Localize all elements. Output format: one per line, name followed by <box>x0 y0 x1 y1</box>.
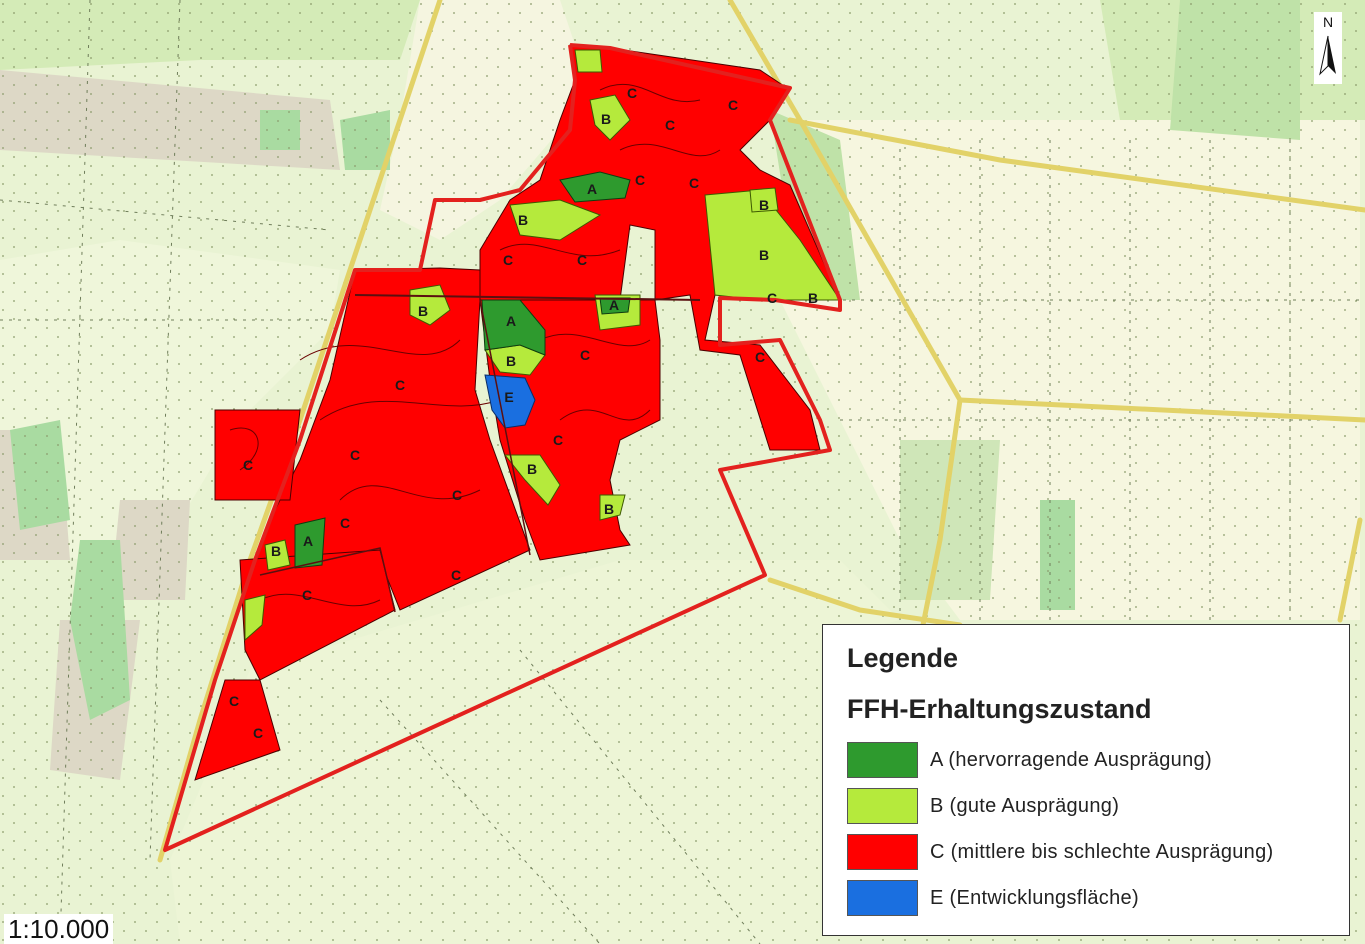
legend-label-c: C (mittlere bis schlechte Ausprägung) <box>930 840 1274 863</box>
zone-letter-c: C <box>452 487 462 503</box>
zone-a-group <box>294 171 631 569</box>
zone-b <box>509 199 602 241</box>
zone-letter-b: B <box>604 501 614 517</box>
zone-letter-c: C <box>229 693 239 709</box>
legend-swatch-a <box>847 742 918 778</box>
zone-c <box>239 549 396 681</box>
zone-b <box>244 594 266 642</box>
zone-letter-b: B <box>506 353 516 369</box>
road <box>1337 517 1363 623</box>
zone-letter-b: B <box>759 247 769 263</box>
zone-letter-a: A <box>587 181 597 197</box>
ffh-internal-line <box>354 294 701 301</box>
zone-letter-c: C <box>451 567 461 583</box>
legend-item-a: A (hervorragende Ausprägung) <box>847 737 1349 783</box>
zone-lines <box>229 83 721 607</box>
zone-letter-a: A <box>506 313 516 329</box>
zone-b <box>264 539 291 571</box>
legend-label-b: B (gute Ausprägung) <box>930 794 1120 817</box>
zone-letter-c: C <box>577 252 587 268</box>
zone-letter-c: C <box>627 85 637 101</box>
road <box>787 117 1365 213</box>
zone-letter-b: B <box>808 290 818 306</box>
zone-letter-b: B <box>759 197 769 213</box>
legend-title: Legende <box>847 643 959 673</box>
zone-letter-c: C <box>728 97 738 113</box>
ffh-internal-line <box>259 547 396 613</box>
zone-letter-c: C <box>395 377 405 393</box>
zone-letter-c: C <box>580 347 590 363</box>
zone-letter-c: C <box>767 290 777 306</box>
legend-label-e: E (Entwicklungsfläche) <box>930 886 1139 909</box>
road <box>727 0 963 643</box>
zone-letter-b: B <box>601 111 611 127</box>
zone-letter-a: A <box>609 297 619 313</box>
zone-c <box>194 679 281 781</box>
zone-a <box>294 517 326 569</box>
zone-letter-c: C <box>340 515 350 531</box>
legend-item-b: B (gute Ausprägung) <box>847 783 1349 829</box>
zone-letter-c: C <box>503 252 513 268</box>
zone-c <box>214 409 301 501</box>
zone-c <box>479 44 841 451</box>
ffh-boundary <box>163 43 842 852</box>
zone-letter-b: B <box>518 212 528 228</box>
map-legend: Legende FFH-Erhaltungszustand A (hervorr… <box>822 624 1350 936</box>
zone-c-group <box>194 44 841 781</box>
ffh-internal-line <box>479 299 531 556</box>
road <box>157 0 443 863</box>
zone-letter-c: C <box>350 447 360 463</box>
zone-letter-b: B <box>418 303 428 319</box>
zone-b <box>599 494 626 521</box>
legend-swatch-b <box>847 788 918 824</box>
legend-swatch-e <box>847 880 918 916</box>
zone-letter-b: B <box>271 543 281 559</box>
zone-a <box>481 299 546 356</box>
zone-letter-c: C <box>243 457 253 473</box>
zone-letter-c: C <box>689 175 699 191</box>
zone-letter-c: C <box>755 349 765 365</box>
legend-subtitle: FFH-Erhaltungszustand <box>847 694 1152 724</box>
zone-b <box>503 454 561 506</box>
roads <box>157 0 1365 863</box>
north-label: N <box>1322 14 1334 30</box>
legend-item-e: E (Entwicklungsfläche) <box>847 875 1349 921</box>
zone-b <box>749 187 779 213</box>
zone-letter-c: C <box>665 117 675 133</box>
zone-letter-c: C <box>302 587 312 603</box>
north-arrow: N <box>1314 12 1342 84</box>
road <box>957 397 1365 423</box>
legend-swatch-c <box>847 834 918 870</box>
legend-label-a: A (hervorragende Ausprägung) <box>930 748 1212 771</box>
north-arrow-icon <box>1319 35 1336 76</box>
zone-letter-c: C <box>553 432 563 448</box>
zone-letter-b: B <box>527 461 537 477</box>
zone-b <box>589 94 631 141</box>
road <box>767 577 963 628</box>
zone-letter-c: C <box>635 172 645 188</box>
zone-b-group <box>244 49 841 642</box>
zone-letter-e: E <box>504 389 513 405</box>
scale-label: 1:10.000 <box>4 914 114 944</box>
zone-letter-a: A <box>303 533 313 549</box>
zone-letter-c: C <box>253 725 263 741</box>
zone-letters: C C C C C C C C C C C C C C C C C C C C … <box>229 85 818 741</box>
legend-item-c: C (mittlere bis schlechte Ausprägung) <box>847 829 1349 875</box>
zone-a <box>559 171 631 203</box>
zone-b <box>574 49 603 73</box>
